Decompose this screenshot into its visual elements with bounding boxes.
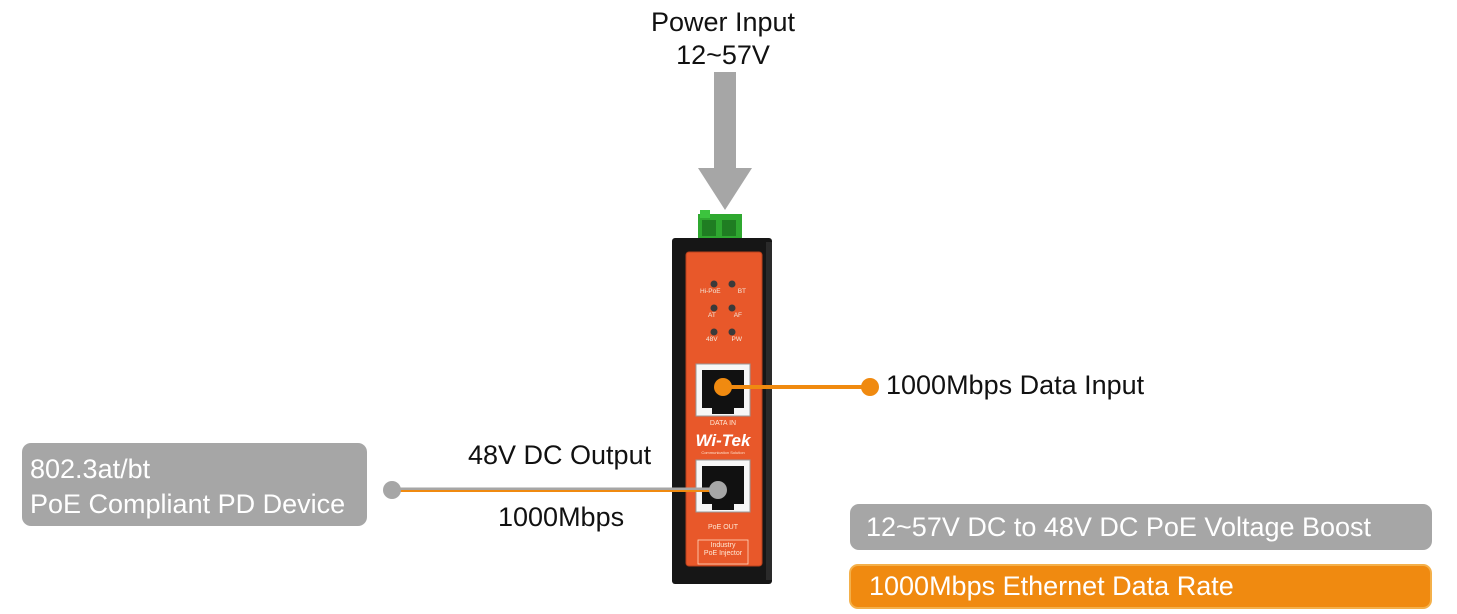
feature-data-rate: 1000Mbps Ethernet Data Rate — [849, 564, 1432, 609]
poe-output-dot-port — [709, 481, 727, 499]
brand-name: Wi-Tek — [695, 431, 751, 450]
led-label-bt: BT — [737, 288, 746, 295]
pd-device-standard: 802.3at/bt — [30, 454, 151, 484]
led-indicators — [710, 280, 736, 336]
power-input-label: Power Input 12~57V — [560, 6, 886, 72]
led-label-at: AT — [708, 312, 716, 319]
power-input-arrow — [698, 72, 752, 210]
brand-tagline: Communication Solution — [701, 450, 745, 455]
led-label-pw: PW — [731, 336, 742, 343]
product-label: Industry PoE Injector — [696, 542, 750, 558]
product-line-1: Industry — [710, 542, 736, 549]
poe-out-label: PoE OUT — [708, 524, 738, 531]
led-label-hi-poe: Hi-PoE — [700, 288, 721, 295]
led-label-48v: 48V — [706, 336, 718, 343]
led-label-af: AF — [733, 312, 742, 319]
dc-output-label: 48V DC Output — [468, 440, 652, 470]
led-row-2: AT AF — [708, 312, 742, 319]
data-input-dot-port — [714, 378, 732, 396]
feature-voltage-boost: 12~57V DC to 48V DC PoE Voltage Boost — [850, 504, 1432, 550]
led-row-3: 48V PW — [706, 336, 742, 343]
data-input-dot-end — [861, 378, 879, 396]
power-input-voltage: 12~57V — [676, 40, 770, 70]
pd-device-box: 802.3at/bt PoE Compliant PD Device — [22, 443, 367, 526]
data-input-label: 1000Mbps Data Input — [886, 370, 1145, 400]
poe-output-dot-end — [383, 481, 401, 499]
power-input-title: Power Input — [650, 7, 796, 37]
output-speed-label: 1000Mbps — [498, 502, 625, 532]
power-terminal-block — [698, 210, 742, 242]
led-row-1: Hi-PoE BT — [700, 288, 746, 295]
data-in-label: DATA IN — [709, 420, 737, 427]
wi-tek-logo: Wi-Tek Communication Solution — [690, 431, 756, 456]
product-line-2: PoE Injector — [703, 550, 743, 557]
data-in-port — [695, 363, 751, 417]
poe-injector-device — [672, 210, 772, 584]
pd-device-description: PoE Compliant PD Device — [30, 489, 346, 519]
